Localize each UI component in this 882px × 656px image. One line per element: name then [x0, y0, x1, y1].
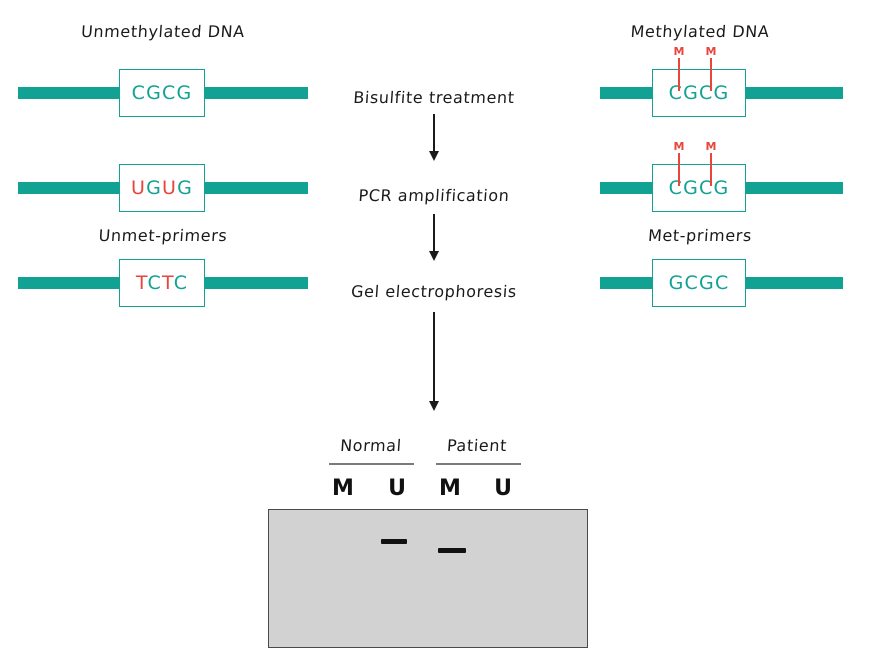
gel-group-rule-patient	[436, 463, 521, 465]
dna-row-met-primer: GCGC	[600, 253, 843, 313]
cpg-island-box: UGUG	[119, 164, 205, 212]
workflow-arrow-2	[433, 214, 435, 252]
workflow-arrow-1	[433, 114, 435, 152]
sequence-text: GCGC	[668, 271, 730, 294]
gel-band-normal-u	[381, 539, 407, 544]
workflow-step-gel: Gel electrophoresis	[350, 282, 518, 301]
methyl-letter: M	[673, 45, 685, 58]
methyl-stem	[678, 153, 680, 186]
methyl-group-marker: M	[704, 46, 718, 91]
methyl-stem	[678, 58, 680, 91]
sequence-text: CGCG	[668, 176, 730, 199]
methyl-letter: M	[705, 140, 717, 153]
workflow-step-bisulfite: Bisulfite treatment	[352, 88, 516, 107]
cpg-island-box: CGCG	[652, 164, 746, 212]
unmet-primers-label: Unmet-primers	[98, 226, 228, 245]
methyl-letter: M	[673, 140, 685, 153]
primer-box: GCGC	[652, 259, 746, 307]
cpg-island-box: CGCG	[652, 69, 746, 117]
methyl-group-marker: M	[672, 141, 686, 186]
dna-row-methylated-genomic: CGCG M M	[600, 46, 843, 123]
gel-lane-header-patient-u: U	[494, 476, 512, 501]
cpg-island-box: CGCG	[119, 69, 205, 117]
right-column-title: Methylated DNA	[629, 22, 771, 41]
workflow-arrow-3	[433, 312, 435, 402]
gel-image	[268, 509, 588, 648]
methyl-group-marker: M	[704, 141, 718, 186]
methyl-stem	[710, 153, 712, 186]
gel-lane-header-patient-m: M	[439, 476, 461, 501]
dna-row-unmet-primer: TCTC	[18, 253, 308, 313]
dna-row-methylated-bisulfite: CGCG M M	[600, 141, 843, 218]
methyl-letter: M	[705, 45, 717, 58]
gel-group-rule-normal	[329, 463, 414, 465]
gel-band-patient-m	[438, 548, 466, 553]
met-primers-label: Met-primers	[647, 226, 753, 245]
dna-row-unmethylated-genomic: CGCG	[18, 63, 308, 123]
sequence-text: UGUG	[130, 176, 194, 199]
gel-group-label-patient: Patient	[446, 436, 508, 455]
gel-lane-header-normal-m: M	[332, 476, 354, 501]
dna-row-unmethylated-bisulfite: UGUG	[18, 158, 308, 218]
primer-box: TCTC	[119, 259, 205, 307]
sequence-text: TCTC	[135, 271, 189, 294]
workflow-step-pcr: PCR amplification	[357, 186, 511, 205]
sequence-text: CGCG	[131, 81, 193, 104]
methyl-stem	[710, 58, 712, 91]
gel-group-label-normal: Normal	[339, 436, 403, 455]
methyl-group-marker: M	[672, 46, 686, 91]
left-column-title: Unmethylated DNA	[80, 22, 246, 41]
gel-lane-header-normal-u: U	[388, 476, 406, 501]
sequence-text: CGCG	[668, 81, 730, 104]
